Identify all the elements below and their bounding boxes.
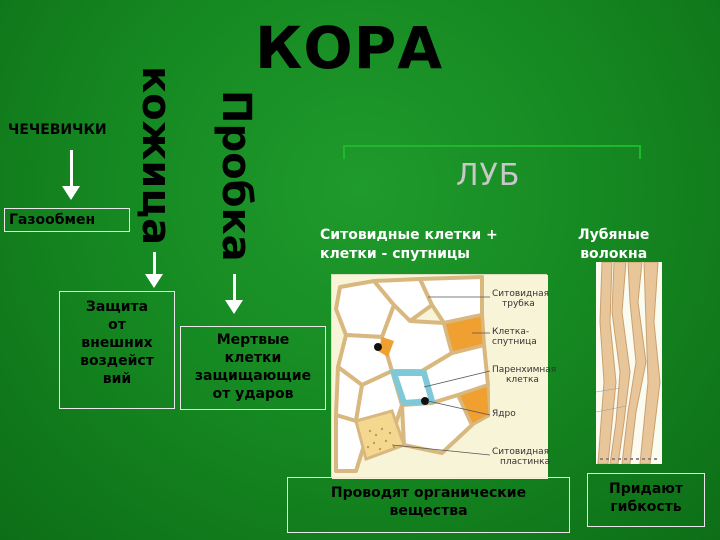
sieve-label-line: Ситовидные клетки + (320, 226, 498, 245)
bast-divider-tick (639, 145, 641, 159)
gas-exchange-label: Газообмен (9, 212, 95, 228)
cork-desc-line: клетки (181, 349, 325, 367)
cork-vertical-label: Пробка (214, 90, 258, 270)
protection-line: воздейст (60, 352, 174, 370)
callout-line: Ситовидная (492, 289, 549, 299)
protection-line: внешних (60, 334, 174, 352)
bast-divider (343, 145, 641, 147)
sieve-func-line: вещества (288, 502, 569, 520)
sieve-function-box: Проводят органические вещества (287, 477, 570, 533)
callout-line: клетка (492, 375, 556, 385)
sieve-label-line: клетки - спутницы (320, 245, 498, 264)
cork-desc-line: Мертвые (181, 331, 325, 349)
fibers-func-line: гибкость (588, 498, 704, 516)
sieve-func-line: Проводят органические (288, 484, 569, 502)
sieve-cells-label: Ситовидные клетки + клетки - спутницы (320, 226, 498, 264)
bast-fibers-label: Лубяные волокна (578, 226, 649, 264)
gas-exchange-box: Газообмен (4, 208, 130, 232)
cork-desc-line: от ударов (181, 385, 325, 403)
page-title: КОРА (255, 14, 435, 82)
callout-companion: Клетка-спутница (492, 327, 546, 347)
arrow-down-icon (146, 252, 163, 288)
cork-desc-box: Мертвые клетки защищающие от ударов (180, 326, 326, 410)
protection-box: Защита от внешних воздейст вий (59, 291, 175, 409)
bast-fibers-diagram (596, 262, 662, 464)
skin-vertical-label: кожица (134, 66, 178, 248)
callout-line: пластинка (492, 457, 550, 467)
sieve-tube-micrograph: Ситовидная трубка Клетка-спутница Паренх… (331, 274, 547, 478)
callout-sieve-plate: Ситовидная пластинка (492, 447, 550, 467)
callout-nucleus: Ядро (492, 409, 516, 419)
callout-line: Паренхимная (492, 365, 556, 375)
bast-fibers-micrograph (596, 262, 662, 464)
cork-desc-line: защищающие (181, 367, 325, 385)
callout-parenchyma: Паренхимная клетка (492, 365, 556, 385)
protection-line: вий (60, 370, 174, 388)
bast-title: ЛУБ (456, 158, 520, 193)
arrow-down-icon (226, 274, 243, 314)
callout-sieve-tube: Ситовидная трубка (492, 289, 549, 309)
arrow-down-icon (63, 150, 80, 200)
fibers-label-line: Лубяные (578, 226, 649, 245)
callout-line: Ситовидная (492, 447, 550, 457)
fibers-function-box: Придают гибкость (587, 473, 705, 527)
protection-line: Защита (60, 298, 174, 316)
bast-divider-tick (343, 145, 345, 159)
fibers-func-line: Придают (588, 480, 704, 498)
callout-line: трубка (492, 299, 549, 309)
lenticels-label: ЧЕЧЕВИЧКИ (8, 122, 107, 138)
protection-line: от (60, 316, 174, 334)
